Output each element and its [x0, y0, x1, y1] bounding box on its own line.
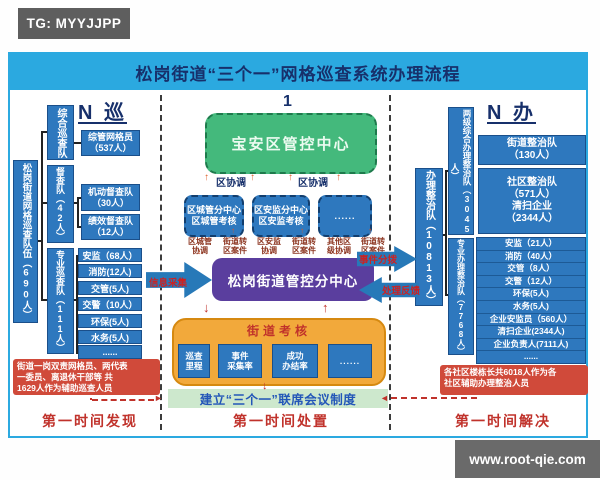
- up-arrow-icon: ↑: [336, 172, 341, 183]
- connector-line: [43, 202, 47, 204]
- renovation-item: 交警（12人）: [477, 276, 585, 289]
- renovation-item: 安监（21人）: [477, 238, 585, 251]
- connector-line: [78, 197, 81, 199]
- tg-watermark-badge: TG: MYYJJPP: [18, 8, 130, 39]
- metric-box: 事件 采集率: [218, 344, 262, 378]
- renovation-item: 清扫企业(2344人): [477, 326, 585, 339]
- connector-line: [77, 197, 79, 228]
- connector-line: [445, 170, 447, 296]
- joint-meeting-bar: 建立“三个一”联席会议制度: [168, 389, 388, 408]
- patrol-item-box: 交管(5人): [78, 281, 142, 295]
- center-column-header: 1: [283, 93, 295, 110]
- flow-label: 其他区 级协调: [327, 237, 351, 256]
- metric-box: ......: [328, 344, 372, 378]
- up-arrow-icon: ↑: [204, 172, 209, 183]
- right-arrow-icon: ►: [154, 393, 163, 403]
- connector-line: [43, 131, 47, 133]
- connector-line: [442, 234, 446, 236]
- auxiliary-patrol-note: 街道一岗双责网格员、两代表 一委员、离退休干部等 共 1629人作为辅助巡查人员: [13, 359, 160, 395]
- patrol-item-box: 交警（10人）: [78, 297, 142, 311]
- flow-label: 区城管 协调: [188, 237, 212, 256]
- district-control-center-box: 宝安区管控中心: [205, 113, 377, 174]
- dashed-connector: [90, 393, 92, 400]
- column-separator-left: [160, 95, 162, 430]
- up-arrow-icon: ↑: [231, 226, 235, 235]
- info-collect-label: 信息采集: [149, 278, 188, 289]
- down-arrow-icon: ↓: [266, 247, 270, 256]
- down-arrow-icon: ↓: [203, 300, 210, 315]
- other-subcenter-box: ......: [318, 195, 372, 237]
- connector-line: [37, 240, 42, 242]
- connector-line: [445, 170, 449, 172]
- up-arrow-icon: ↑: [300, 226, 304, 235]
- patrol-item-box: 水务(5人): [78, 330, 142, 344]
- phase-label-handle: 第一时间处置: [233, 413, 329, 429]
- patrol-item-box: 环保(5人): [78, 314, 142, 328]
- supervision-group-box: 督查队（42人）: [47, 165, 74, 243]
- left-column-header: N 巡: [78, 102, 127, 124]
- event-dispatch-label: 事件分拨: [359, 255, 398, 266]
- comprehensive-patrol-group-box: 综合巡查队: [47, 105, 74, 160]
- connector-line: [41, 131, 43, 301]
- auxiliary-handling-note: 各社区楼栋长共6018人作为各 社区辅助办理整治人员: [440, 365, 588, 395]
- up-arrow-icon: ↑: [288, 172, 293, 183]
- connector-line: [76, 255, 78, 354]
- patrol-item-box: 消防(12人): [78, 264, 142, 278]
- flow-label: 街道转 区案件: [361, 237, 385, 256]
- up-arrow-icon: ↑: [322, 300, 329, 315]
- street-renovation-box: 街道整治队 （130人）: [478, 135, 586, 165]
- patrol-team-box: 松岗街道网格巡查队伍（690人）: [13, 160, 38, 323]
- site-watermark-badge: www.root-qie.com: [455, 440, 600, 478]
- renovation-item: ......: [523, 351, 539, 362]
- flow-label: 街道转 区案件: [292, 237, 316, 256]
- phase-label-resolve: 第一时间解决: [455, 413, 551, 429]
- feedback-label: 处理反馈: [382, 286, 421, 297]
- up-arrow-icon: ↑: [368, 226, 372, 235]
- metric-box: 成功 办结率: [272, 344, 318, 378]
- connector-line: [74, 202, 78, 204]
- down-arrow-icon: ↓: [334, 247, 338, 256]
- renovation-item: 企业负责人(7111人): [477, 339, 585, 352]
- down-arrow-icon: ↓: [262, 380, 268, 392]
- handling-team-box: 办理整治队（10813人）: [415, 168, 443, 306]
- two-level-renovation-group-box: 两级综合办理整治队（3045人）: [448, 107, 474, 235]
- community-renovation-box: 社区整治队 （571人） 清扫企业 （2344人）: [478, 168, 586, 234]
- professional-patrol-group-box: 专业巡查队（111人）: [47, 248, 74, 354]
- renovation-item: 水务(5人): [477, 301, 585, 314]
- connector-line: [74, 142, 81, 144]
- patrol-item-box: ......: [78, 345, 142, 359]
- grid-staff-box: 综管网格员 （537人）: [81, 130, 140, 156]
- flow-label: 街道转 区案件: [223, 237, 247, 256]
- connector-line: [43, 299, 47, 301]
- down-arrow-icon: ↓: [197, 247, 201, 256]
- renovation-item: 消防（40人）: [477, 251, 585, 264]
- renovation-item: 企业安监员（560人）: [477, 314, 585, 327]
- right-column-header: N 办: [487, 102, 536, 124]
- connector-line: [78, 226, 81, 228]
- flow-label: 区安监 协调: [257, 237, 281, 256]
- professional-renovation-group-box: 专业办理整治队（7768人）: [448, 238, 474, 355]
- patrol-item-box: 安监（68人）: [78, 248, 142, 262]
- up-arrow-icon: ↑: [250, 172, 255, 183]
- safety-subcenter-box: 区安监分中心 区安监考核: [252, 195, 310, 237]
- metric-box: 巡查 里程: [178, 344, 210, 378]
- performance-supervision-box: 绩效督查队 （12人）: [81, 214, 140, 240]
- district-coordination-label: 区协调: [216, 178, 246, 189]
- diagram-title: 松岗街道“三个一”网格巡查系统办理流程: [10, 54, 586, 90]
- district-coordination-label: 区协调: [298, 178, 328, 189]
- renovation-item: 环保(5人): [477, 288, 585, 301]
- city-mgmt-subcenter-box: 区城管分中心 区城管考核: [184, 195, 244, 237]
- phase-label-discover: 第一时间发现: [42, 413, 138, 429]
- renovation-item: 交管（8人）: [477, 263, 585, 276]
- connector-line: [445, 294, 449, 296]
- dashed-connector: [391, 397, 477, 399]
- dashed-connector: [92, 399, 154, 401]
- renovation-item-list: 安监（21人） 消防（40人） 交管（8人） 交警（12人） 环保(5人) 水务…: [476, 237, 586, 364]
- mobile-supervision-box: 机动督查队 （30人）: [81, 184, 140, 211]
- left-arrow-icon: ◄: [380, 393, 389, 403]
- street-assessment-title: 街道考核: [246, 324, 311, 338]
- street-control-subcenter-box: 松岗街道管控分中心: [212, 258, 374, 301]
